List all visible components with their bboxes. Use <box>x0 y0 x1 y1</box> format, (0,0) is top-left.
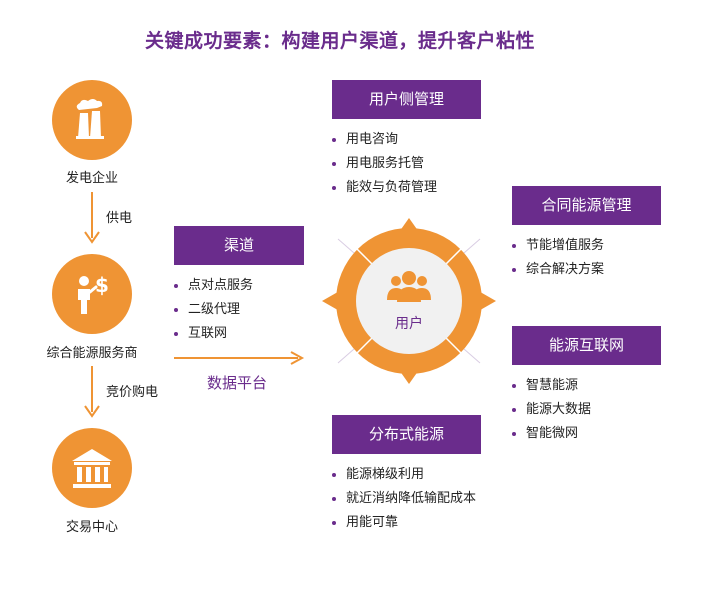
list-item: 智慧能源 <box>512 374 591 398</box>
edge-label-bidding: 竞价购电 <box>106 385 159 400</box>
users-group-icon <box>387 271 431 302</box>
list-item: 能源梯级利用 <box>332 463 476 487</box>
list-item: 点对点服务 <box>174 274 253 298</box>
factory-icon <box>52 80 132 160</box>
user-side-list: 用电咨询 用电服务托管 能效与负荷管理 <box>332 128 437 200</box>
channel-list: 点对点服务 二级代理 互联网 <box>174 274 253 346</box>
node-label-energy-service-provider: 综合能源服务商 <box>46 346 138 361</box>
list-item: 节能增值服务 <box>512 234 604 258</box>
energy-internet-list: 智慧能源 能源大数据 智能微网 <box>512 374 591 446</box>
list-item: 综合解决方案 <box>512 258 604 282</box>
page-title: 关键成功要素：构建用户渠道，提升客户粘性 <box>145 30 536 52</box>
node-label-trading-center: 交易中心 <box>65 520 118 535</box>
user-center-label: 用户 <box>395 316 423 332</box>
panel-header-distributed: 分布式能源 <box>332 415 481 454</box>
list-item: 就近消纳降低输配成本 <box>332 487 476 511</box>
node-label-power-company: 发电企业 <box>65 171 118 186</box>
svg-text:$: $ <box>95 273 109 297</box>
panel-header-user-side: 用户侧管理 <box>332 80 481 119</box>
list-item: 用电咨询 <box>332 128 437 152</box>
distributed-list: 能源梯级利用 就近消纳降低输配成本 用能可靠 <box>332 463 476 535</box>
list-item: 能源大数据 <box>512 398 591 422</box>
down-arrow-bidding <box>84 366 100 418</box>
contract-list: 节能增值服务 综合解决方案 <box>512 234 604 282</box>
right-arrow-platform <box>174 351 305 365</box>
channel-header: 渠道 <box>174 226 304 265</box>
list-item: 二级代理 <box>174 298 253 322</box>
list-item: 用电服务托管 <box>332 152 437 176</box>
bank-building-icon <box>52 428 132 508</box>
edge-label-supply: 供电 <box>106 211 133 226</box>
down-arrow-supply <box>84 192 100 244</box>
list-item: 智能微网 <box>512 422 591 446</box>
list-item: 用能可靠 <box>332 511 476 535</box>
panel-header-energy-internet: 能源互联网 <box>512 326 661 365</box>
businessman-dollar-icon: $ <box>52 254 132 334</box>
user-hub-diagram <box>322 218 496 384</box>
list-item: 互联网 <box>174 322 253 346</box>
data-platform-label: 数据平台 <box>207 374 268 392</box>
panel-header-contract: 合同能源管理 <box>512 186 661 225</box>
list-item: 能效与负荷管理 <box>332 176 437 200</box>
